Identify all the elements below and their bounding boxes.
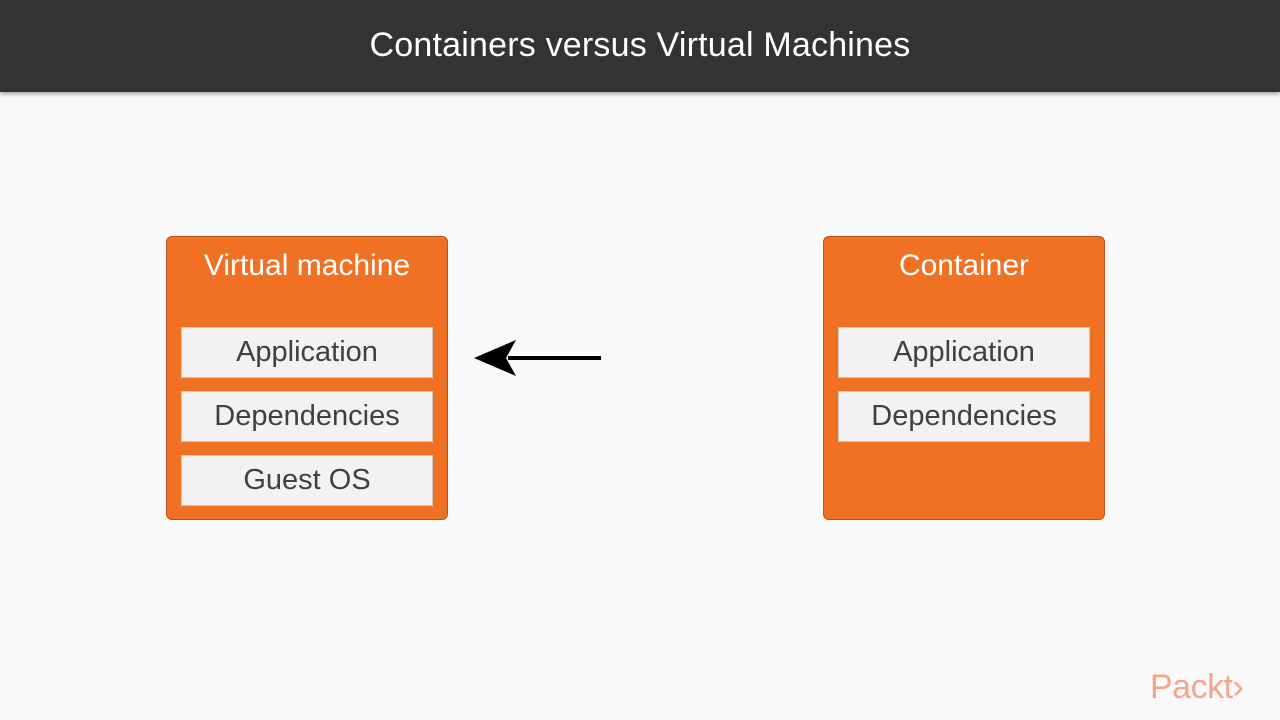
virtual-machine-box: Virtual machine Application Dependencies…	[166, 236, 448, 520]
title-bar: Containers versus Virtual Machines	[0, 0, 1280, 92]
vm-guest-os-layer: Guest OS	[181, 455, 433, 506]
vm-application-layer: Application	[181, 327, 433, 378]
packt-logo: Packt›	[1150, 668, 1244, 706]
virtual-machine-title: Virtual machine	[203, 249, 411, 282]
left-arrow-icon	[470, 338, 604, 383]
container-application-layer: Application	[838, 327, 1090, 378]
vm-dependencies-layer: Dependencies	[181, 391, 433, 442]
container-box: Container Application Dependencies	[823, 236, 1105, 520]
container-dependencies-layer: Dependencies	[838, 391, 1090, 442]
page-title: Containers versus Virtual Machines	[369, 25, 911, 64]
container-title: Container	[898, 249, 1030, 282]
